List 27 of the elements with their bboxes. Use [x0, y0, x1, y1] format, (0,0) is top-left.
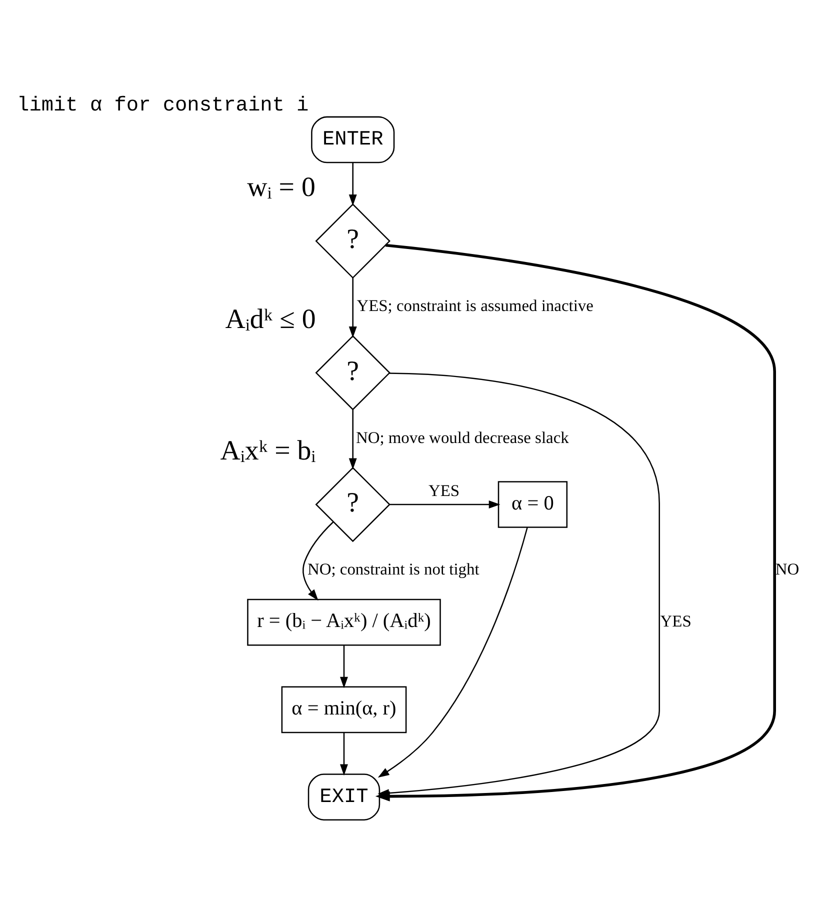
arrow — [389, 500, 500, 508]
node-diamond: ? — [314, 466, 390, 542]
node-box: α = 0 — [497, 481, 568, 528]
edge-label: NO — [774, 560, 799, 579]
arrow — [340, 645, 348, 688]
node-label: wᵢ = 0 — [246, 172, 315, 204]
node-box: ENTER — [310, 116, 394, 164]
arrow — [302, 522, 334, 601]
arrow — [348, 162, 356, 206]
edge-label: NO; constraint is not tight — [306, 560, 479, 579]
edge-label: YES — [660, 612, 691, 631]
node-box: EXIT — [307, 774, 380, 820]
arrow — [377, 527, 528, 778]
edge-label: YES — [428, 481, 460, 500]
edge-label: YES; constraint is assumed inactive — [356, 296, 593, 316]
edge-label: NO; move would decrease slack — [355, 428, 568, 447]
node-label: limit α for constraint i — [16, 94, 308, 118]
arrow — [340, 732, 348, 776]
node-label: Aᵢdᵏ ≤ 0 — [224, 304, 316, 335]
arrow — [348, 410, 356, 470]
arrow — [377, 372, 660, 798]
node-box: α = min(α, r) — [280, 686, 406, 734]
node-box: r = (bᵢ − Aᵢxᵏ) / (Aᵢdᵏ) — [246, 598, 440, 646]
arrow — [348, 278, 356, 338]
node-label: Aᵢxᵏ = bᵢ — [220, 436, 316, 467]
node-diamond: ? — [314, 203, 390, 279]
node-diamond: ? — [314, 335, 390, 410]
